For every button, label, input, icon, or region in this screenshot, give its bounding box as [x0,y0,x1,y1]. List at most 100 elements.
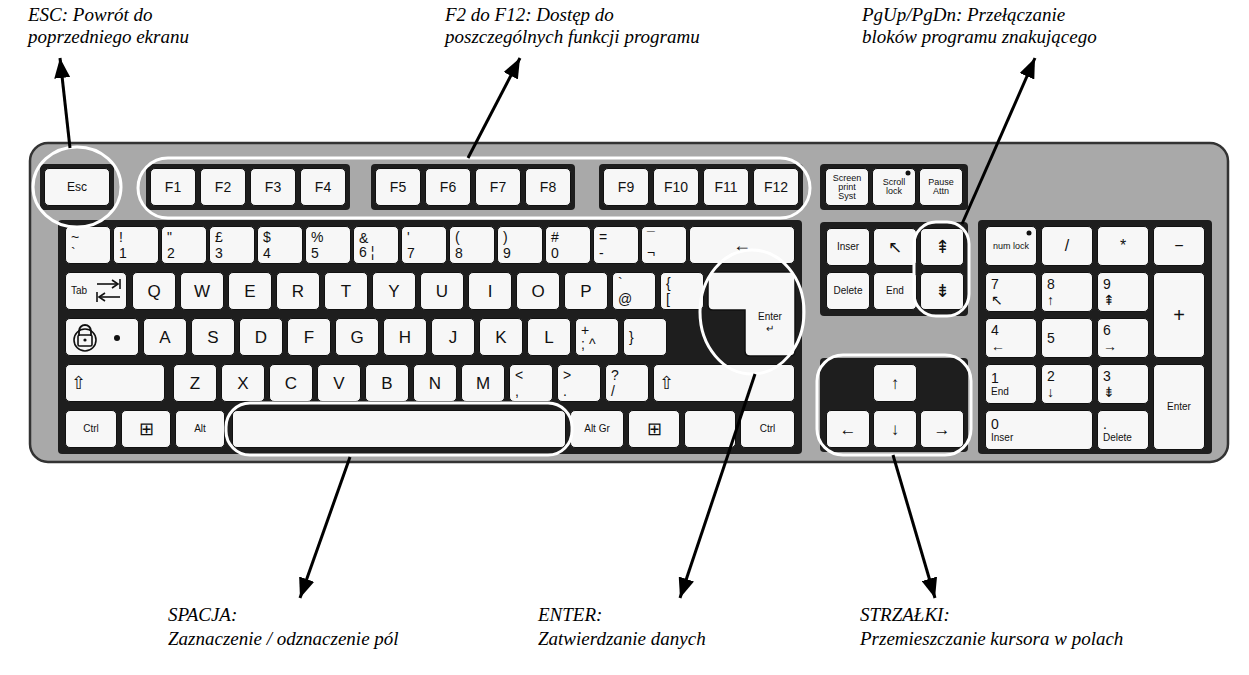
callout-text: ESC: Powrót do poprzedniego ekranu [28,4,218,48]
key-label: @ [618,292,632,306]
key-cap: ⇟ [920,272,964,310]
key-cap: ⇧ [653,364,795,402]
key-label: ↓ [1047,385,1054,399]
key-cap: * [1097,226,1149,266]
key-cap: 2↓ [1041,364,1093,404]
key-cap: F11 [703,168,749,206]
key-label: ⇞ [1103,293,1115,307]
key-label: → [1103,339,1117,353]
key-label: V [333,375,344,392]
key-cap: G [335,318,379,356]
key-label: End [886,286,904,296]
key-cap: +;^ [575,318,619,356]
key-cap: 3⇟ [1097,364,1149,404]
key-cap: Z [173,364,217,402]
key-cap: Tab [65,272,127,310]
key-cap: #0 [545,226,591,264]
key-label: num lock [993,242,1029,251]
key-label: 6 [359,245,367,259]
key-label: + [581,323,589,337]
key-label: / [1065,238,1069,254]
key-label: ⇟ [935,282,950,300]
key-cap: F5 [375,168,421,206]
key-cap: ↖ [873,228,917,266]
key-label: 3 [1103,369,1111,383]
key-cap: (8 [449,226,495,264]
key-cap: 9⇞ [1097,272,1149,312]
key-icons [74,171,1032,352]
key-label: ← [733,236,751,254]
keyboard-case [30,143,1228,462]
key-cap: )9 [497,226,543,264]
key-label: J [449,329,458,346]
key-cap: Ctrl [65,410,117,448]
key-label: 9 [503,246,511,260]
key-cap: £3 [209,226,255,264]
key-label: Esc [67,181,87,193]
key-label: Q [147,283,160,300]
key-cap: Scroll lock [872,168,916,206]
key-cap: M [461,364,505,402]
key-label: Y [388,283,399,300]
key-cap: {[ [660,272,704,310]
key-label: % [311,230,323,244]
key-cap: 5 [1041,318,1093,358]
key-label: Enter [758,312,782,322]
key-cap: 6→ [1097,318,1149,358]
key-label: ← [991,339,1005,353]
key-cap [65,318,139,356]
key-label: Pause Attn [925,178,957,196]
key-cap: − [1153,226,1205,266]
key-label: Delete [1103,433,1132,443]
key-cap: Q [132,272,176,310]
key-label: " [167,230,172,244]
key-label-row: 6¦ [359,245,374,259]
key-label: [ [666,292,670,306]
key-label: A [159,329,170,346]
key-cap: ← [826,410,870,448]
key-cap: ↑ [873,364,917,402]
key-label: 1 [119,246,127,260]
key-cap: ⊞ [628,410,680,448]
key-label: - [599,246,604,260]
key-cap: F8 [525,168,571,206]
key-label: ~ [71,230,79,244]
key-label: 4 [263,246,271,260]
key-cap [684,410,736,448]
key-label: Tab [71,286,87,296]
key-cap: ⊞ [121,410,171,448]
callout-text: Zatwierdzanie danych [538,628,706,650]
key-label: Inser [991,433,1013,443]
key-cap: 1End [985,364,1037,404]
callout-text: Przemieszczanie kursora w polach [860,628,1123,650]
key-label: 0 [551,246,559,260]
key-label: Z [190,375,200,392]
key-cap: L [527,318,571,356]
key-label: ⇧ [659,374,674,392]
key-cap: A [143,318,187,356]
key-cap: '7 [401,226,447,264]
key-cap: F7 [475,168,521,206]
key-cap: S [191,318,235,356]
key-label: N [429,375,441,392]
key-label: ¬ [647,246,655,260]
key-label: 4 [991,323,999,337]
key-cap: Delete [826,272,870,310]
key-label: Delete [834,286,863,296]
key-cap: Alt Gr [570,410,624,448]
key-cap [232,410,566,448]
callout-text: F2 do F12: Dostęp do poszczególnych funk… [445,4,710,48]
key-label: C [285,375,297,392]
key-label: ↖ [888,239,902,256]
key-cap: 8↑ [1041,272,1093,312]
key-label: H [399,329,411,346]
key-cap: 7↖ [985,272,1037,312]
key-label: ⇧ [71,374,86,392]
key-label: # [551,230,559,244]
key-label: . [563,384,567,398]
key-label: F12 [764,180,788,194]
key-label: ( [455,230,460,244]
key-label: / [611,384,615,398]
key-cap: "2 [161,226,207,264]
